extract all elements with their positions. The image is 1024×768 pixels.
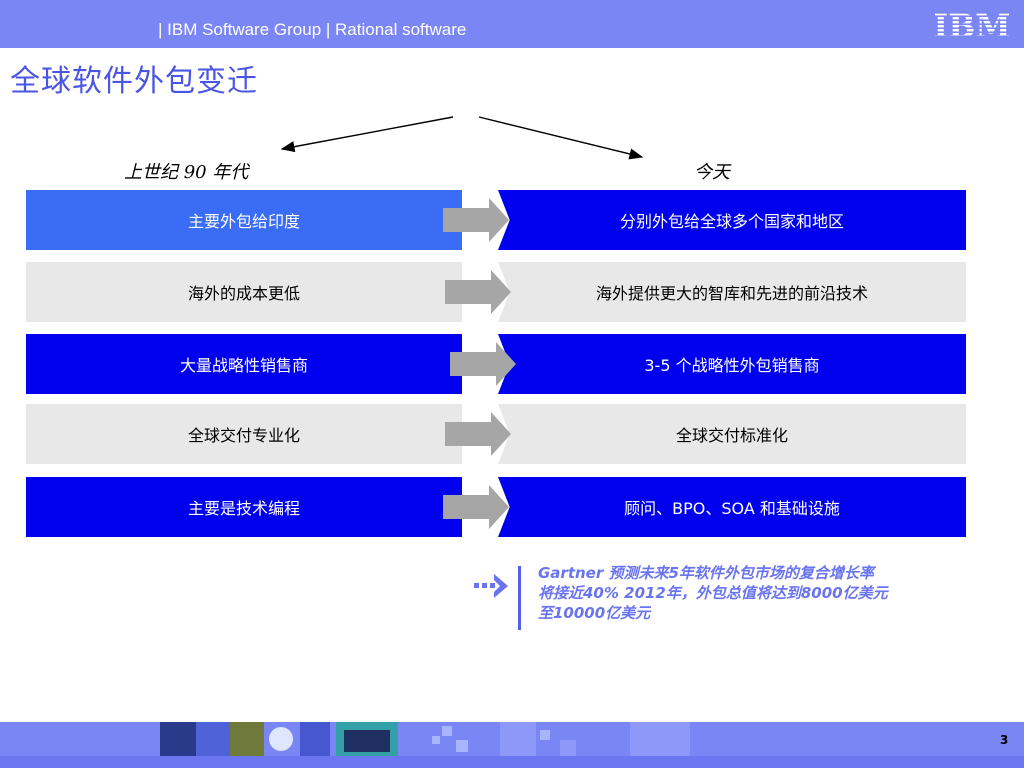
row-2-left: 海外的成本更低 bbox=[26, 262, 462, 322]
row-3-left: 大量战略性销售商 bbox=[26, 334, 462, 394]
note-line-1: Gartner 预测未来5年软件外包市场的复合增长率 bbox=[538, 564, 874, 582]
row-3-arrow-icon bbox=[450, 342, 516, 386]
ibm-logo-icon: IBM bbox=[935, 9, 1009, 41]
row-5-arrow-icon bbox=[443, 485, 509, 529]
svg-text:IBM: IBM bbox=[935, 9, 1009, 41]
row-4-left: 全球交付专业化 bbox=[26, 404, 462, 464]
row-5-left: 主要是技术编程 bbox=[26, 477, 462, 537]
diverging-arrows-icon bbox=[280, 116, 644, 160]
note-divider bbox=[518, 566, 521, 630]
row-4-arrow-icon bbox=[445, 412, 511, 456]
row-3-right: 3-5 个战略性外包销售商 bbox=[498, 334, 966, 394]
page-title: 全球软件外包变迁 bbox=[10, 64, 258, 99]
row-5-right: 顾问、BPO、SOA 和基础设施 bbox=[498, 477, 966, 537]
row-1-right: 分别外包给全球多个国家和地区 bbox=[498, 190, 966, 250]
right-column-label: 今天 bbox=[694, 162, 730, 183]
footer-image-strip bbox=[160, 722, 690, 756]
page-number: 3 bbox=[1000, 733, 1009, 747]
row-2-arrow-icon bbox=[445, 270, 511, 314]
footer-bottom-band bbox=[0, 756, 1024, 768]
row-2-right: 海外提供更大的智库和先进的前沿技术 bbox=[498, 262, 966, 322]
dotted-arrow-icon bbox=[474, 574, 508, 598]
row-4-right: 全球交付标准化 bbox=[498, 404, 966, 464]
row-1-arrow-icon bbox=[443, 198, 509, 242]
left-column-label: 上世纪 90 年代 bbox=[124, 162, 249, 183]
header-text: | IBM Software Group | Rational software bbox=[158, 20, 467, 39]
note-line-2: 将接近40% 2012年，外包总值将达到8000亿美元 bbox=[538, 584, 888, 602]
row-1-left: 主要外包给印度 bbox=[26, 190, 462, 250]
gartner-note: Gartner 预测未来5年软件外包市场的复合增长率 将接近40% 2012年，… bbox=[538, 563, 988, 623]
header-bar bbox=[0, 0, 1024, 48]
note-line-3: 至10000亿美元 bbox=[538, 604, 651, 622]
